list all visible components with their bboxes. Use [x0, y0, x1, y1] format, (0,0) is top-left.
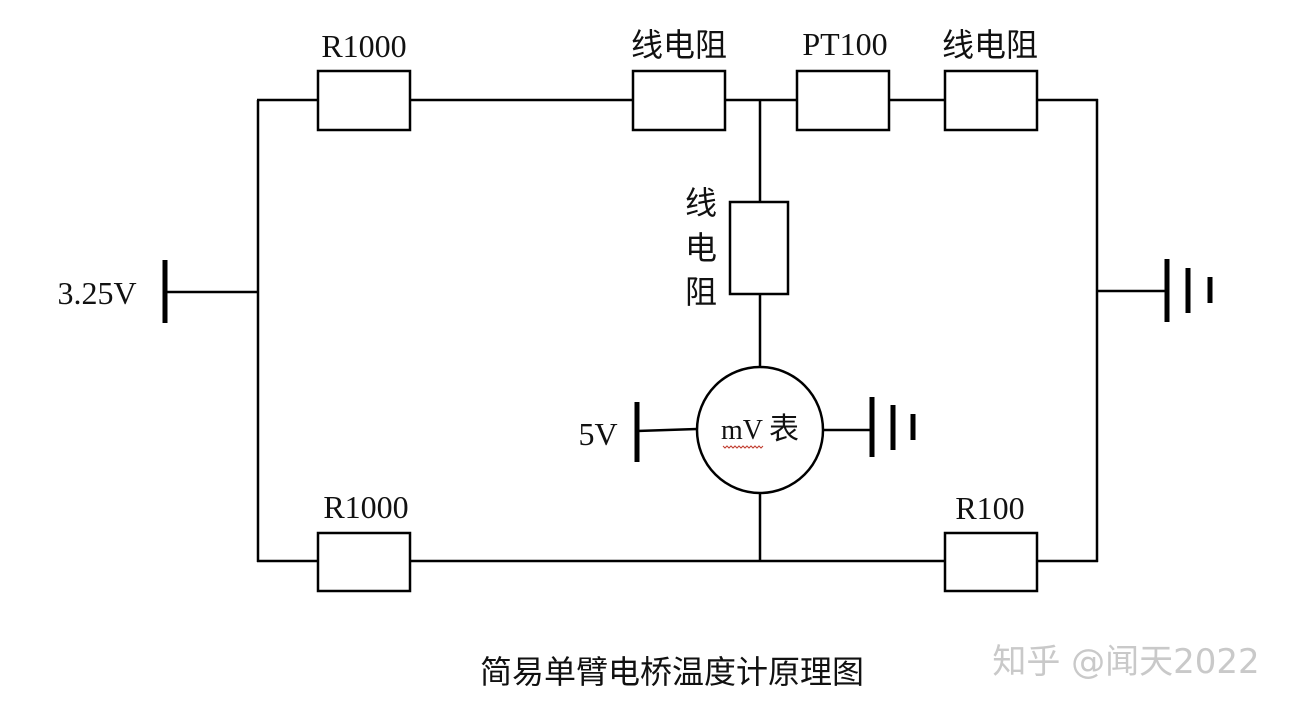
- bridge-ground-icon: [1164, 259, 1213, 322]
- meter-ground-icon: [869, 397, 916, 457]
- meter-supply-wire: [636, 427, 698, 433]
- spellcheck-underline: [722, 445, 764, 449]
- pt100-sensor: [795, 69, 891, 132]
- bridge-supply-label: 3.25V: [57, 275, 136, 311]
- pt100-label: PT100: [802, 26, 887, 62]
- bottom-left-resistor: [316, 531, 412, 593]
- top-line-resistor-right-label: 线电阻: [942, 27, 1038, 63]
- watermark: 知乎 @闻天2022: [992, 642, 1259, 682]
- top-left-resistor-label: R1000: [321, 28, 406, 64]
- meter-text-label: 表: [769, 413, 799, 446]
- wires: [165, 98, 1167, 563]
- vertical-line-resistor-label-char: 阻: [685, 274, 717, 310]
- top-line-resistor-left: [631, 69, 727, 132]
- top-line-resistor-left-label: 线电阻: [631, 27, 727, 63]
- top-left-resistor: [316, 69, 412, 132]
- vertical-line-resistor-label-char: 电: [685, 230, 717, 266]
- meter-supply-label: 5V: [578, 416, 617, 452]
- bottom-left-resistor-label: R1000: [323, 489, 408, 525]
- top-line-resistor-right: [943, 69, 1039, 132]
- meter-unit-label: mV: [721, 415, 763, 446]
- bottom-right-resistor: [943, 531, 1039, 593]
- vertical-line-resistor: [728, 200, 790, 296]
- vertical-line-resistor-label-char: 线: [685, 185, 717, 221]
- bottom-right-resistor-label: R100: [955, 490, 1024, 526]
- millivolt-meter: [695, 365, 825, 495]
- diagram-title: 简易单臂电桥温度计原理图: [480, 654, 864, 690]
